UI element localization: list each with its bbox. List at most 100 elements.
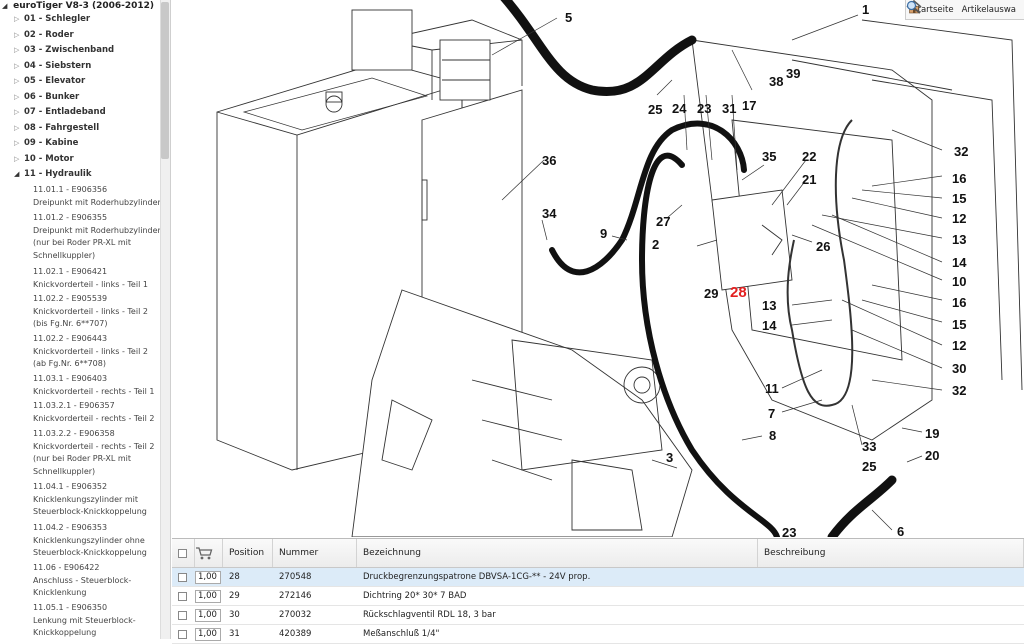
tree-item[interactable]: ▷09 - Kabine bbox=[14, 138, 78, 148]
articles-button[interactable]: Artikelauswa bbox=[907, 0, 1016, 15]
callout-number[interactable]: 9 bbox=[600, 226, 607, 241]
tree-item[interactable]: ▷05 - Elevator bbox=[14, 76, 85, 86]
callout-number[interactable]: 31 bbox=[722, 101, 736, 116]
quantity-input[interactable]: 1,00 bbox=[195, 589, 221, 603]
expand-right-icon[interactable]: ▷ bbox=[14, 124, 20, 132]
callout-number[interactable]: 34 bbox=[542, 206, 557, 221]
callout-number[interactable]: 36 bbox=[542, 153, 556, 168]
tree-item[interactable]: ▷07 - Entladeband bbox=[14, 107, 106, 117]
tree-root[interactable]: ◢ euroTiger V8-3 (2006-2012) bbox=[2, 1, 154, 11]
expand-right-icon[interactable]: ▷ bbox=[14, 139, 20, 147]
row-checkbox[interactable] bbox=[178, 629, 187, 639]
callout-number[interactable]: 23 bbox=[782, 525, 796, 537]
beschreibung-header[interactable]: Beschreibung bbox=[758, 539, 1024, 567]
expand-right-icon[interactable]: ▷ bbox=[14, 77, 20, 85]
callout-number[interactable]: 38 bbox=[769, 74, 783, 89]
callout-number[interactable]: 16 bbox=[952, 295, 966, 310]
row-checkbox[interactable] bbox=[178, 572, 187, 582]
quantity-input[interactable]: 1,00 bbox=[195, 608, 221, 622]
expand-down-icon[interactable]: ◢ bbox=[14, 170, 20, 178]
callout-number[interactable]: 39 bbox=[786, 66, 800, 81]
qty-cell: 1,00 bbox=[195, 608, 223, 622]
callout-number[interactable]: 27 bbox=[656, 214, 670, 229]
callout-number[interactable]: 2 bbox=[652, 237, 659, 252]
callout-number[interactable]: 14 bbox=[952, 255, 967, 270]
callout-number[interactable]: 13 bbox=[762, 298, 776, 313]
expand-right-icon[interactable]: ▷ bbox=[14, 46, 20, 54]
tree-item[interactable]: ▷02 - Roder bbox=[14, 30, 74, 40]
callout-number[interactable]: 14 bbox=[762, 318, 777, 333]
callout-number[interactable]: 5 bbox=[565, 10, 572, 25]
callout-number[interactable]: 28 bbox=[730, 284, 747, 301]
expand-right-icon[interactable]: ▷ bbox=[14, 62, 20, 70]
callout-number[interactable]: 26 bbox=[816, 239, 830, 254]
callout-number[interactable]: 16 bbox=[952, 171, 966, 186]
callout-number[interactable]: 6 bbox=[897, 524, 904, 537]
callout-number[interactable]: 8 bbox=[769, 428, 776, 443]
callout-number[interactable]: 1 bbox=[862, 2, 869, 17]
callout-number[interactable]: 24 bbox=[672, 101, 687, 116]
callout-number[interactable]: 19 bbox=[925, 426, 939, 441]
callout-number[interactable]: 3 bbox=[666, 450, 673, 465]
callout-number[interactable]: 33 bbox=[862, 439, 876, 454]
tree-item[interactable]: ▷06 - Bunker bbox=[14, 92, 79, 102]
callout-number[interactable]: 25 bbox=[648, 102, 662, 117]
expand-right-icon[interactable]: ▷ bbox=[14, 155, 20, 163]
callout-number[interactable]: 32 bbox=[954, 144, 968, 159]
callout-number[interactable]: 23 bbox=[697, 101, 711, 116]
nummer-header[interactable]: Nummer bbox=[273, 539, 357, 567]
expand-down-icon[interactable]: ◢ bbox=[2, 2, 8, 10]
expand-right-icon[interactable]: ▷ bbox=[14, 108, 20, 116]
callout-number[interactable]: 10 bbox=[952, 274, 966, 289]
tree-scrollbar[interactable] bbox=[160, 0, 170, 639]
callout-number[interactable]: 11 bbox=[765, 381, 779, 396]
callout-number[interactable]: 12 bbox=[952, 338, 966, 353]
tree-scroll-thumb[interactable] bbox=[161, 2, 169, 159]
callout-number[interactable]: 15 bbox=[952, 191, 966, 206]
callout-number[interactable]: 17 bbox=[742, 98, 756, 113]
bezeichnung-header[interactable]: Bezeichnung bbox=[357, 539, 758, 567]
callout-number[interactable]: 32 bbox=[952, 383, 966, 398]
callout-number[interactable]: 7 bbox=[768, 406, 775, 421]
callout-number[interactable]: 21 bbox=[802, 172, 816, 187]
callout-number[interactable]: 35 bbox=[762, 149, 776, 164]
expand-right-icon[interactable]: ▷ bbox=[14, 93, 20, 101]
tree-item[interactable]: ▷04 - Siebstern bbox=[14, 61, 91, 71]
tree-item[interactable]: ▷01 - Schlegler bbox=[14, 14, 90, 24]
tree-item[interactable]: ▷08 - Fahrgestell bbox=[14, 123, 99, 133]
row-checkbox[interactable] bbox=[178, 610, 187, 620]
expand-right-icon[interactable]: ▷ bbox=[14, 31, 20, 39]
callout-number[interactable]: 22 bbox=[802, 149, 816, 164]
tree-item[interactable]: ▷03 - Zwischenband bbox=[14, 45, 114, 55]
callout-number[interactable]: 25 bbox=[862, 459, 876, 474]
callout-number[interactable]: 13 bbox=[952, 232, 966, 247]
callout-number[interactable]: 15 bbox=[952, 317, 966, 332]
callout-number[interactable]: 20 bbox=[925, 448, 939, 463]
select-all-checkbox[interactable] bbox=[178, 548, 187, 558]
callout-number[interactable]: 30 bbox=[952, 361, 966, 376]
callout-number[interactable]: 12 bbox=[952, 211, 966, 226]
callout-number[interactable]: 29 bbox=[704, 286, 718, 301]
quantity-input[interactable]: 1,00 bbox=[195, 570, 221, 584]
row-checkbox[interactable] bbox=[178, 591, 187, 601]
expand-right-icon[interactable]: ▷ bbox=[14, 15, 20, 23]
tree-item[interactable]: ◢11 - Hydraulik bbox=[14, 169, 91, 179]
tree-item[interactable]: ▷10 - Motor bbox=[14, 154, 74, 164]
position-header[interactable]: Position bbox=[223, 539, 273, 567]
